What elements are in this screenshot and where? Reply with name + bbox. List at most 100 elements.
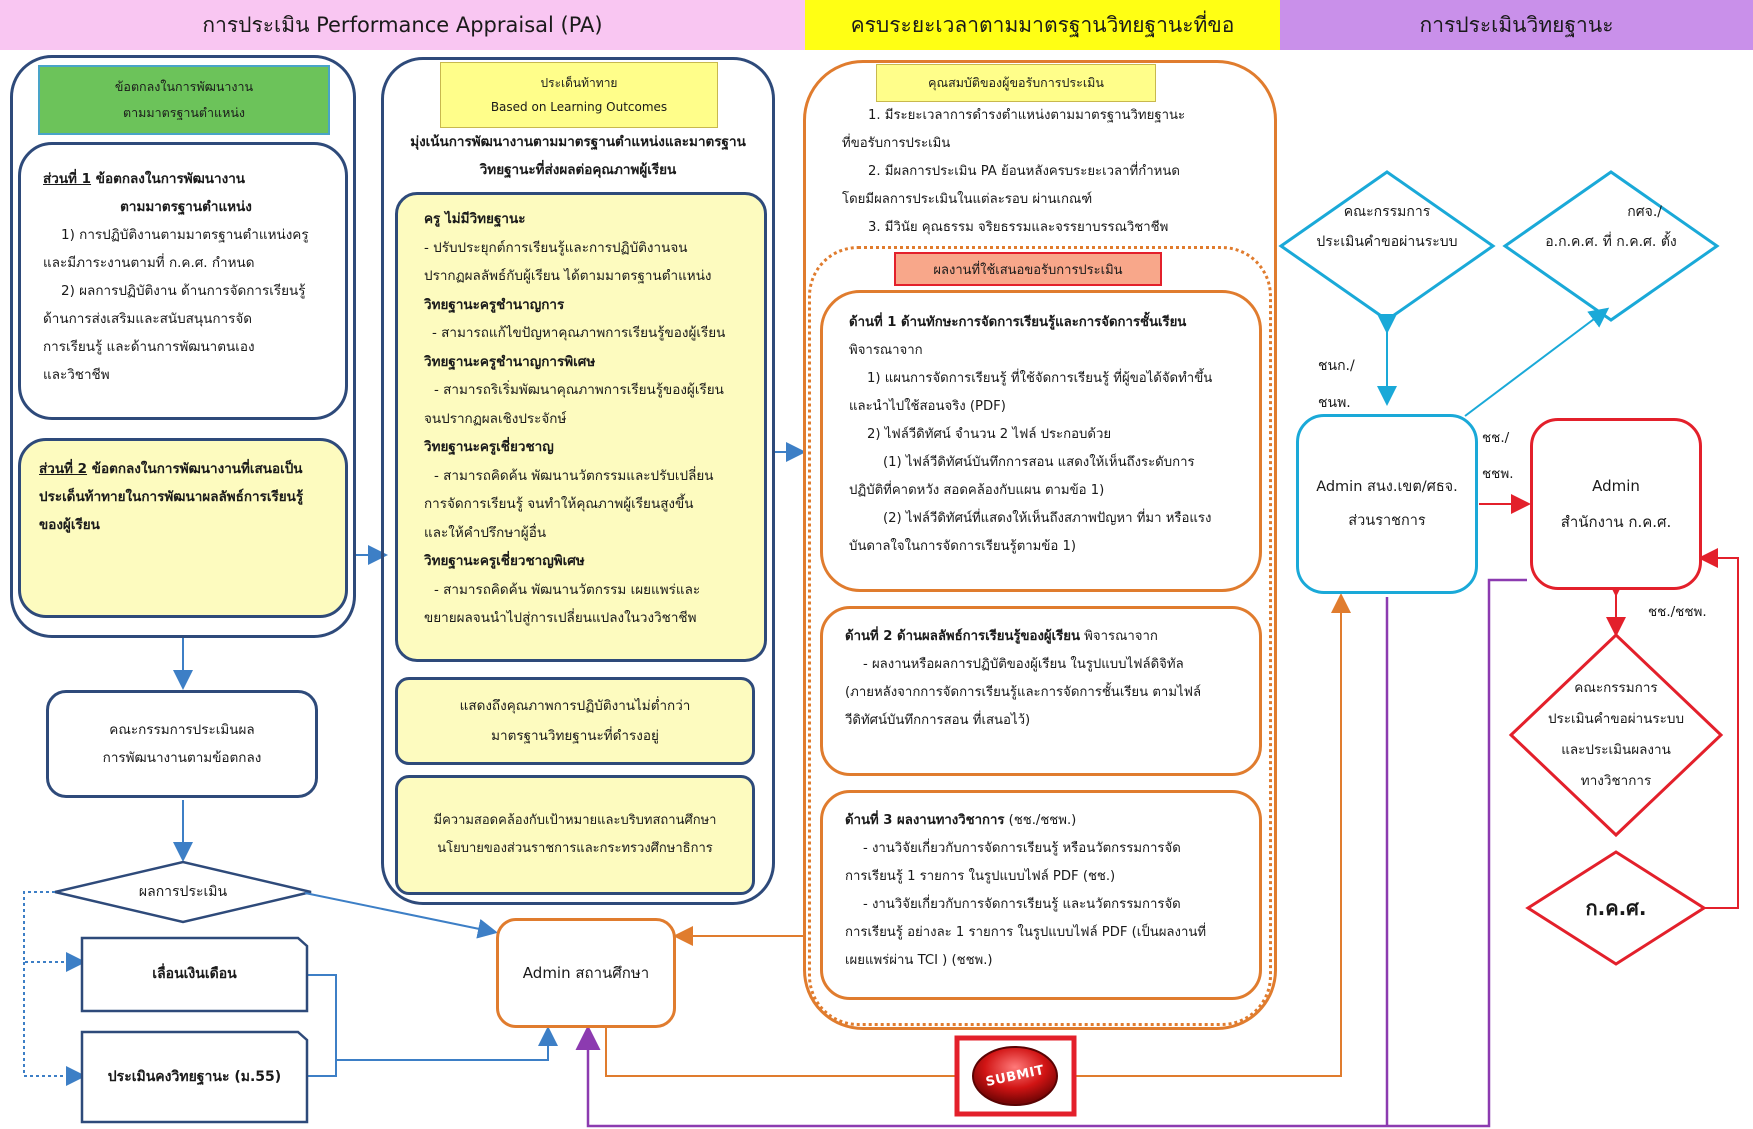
committee-red-line: ประเมินคำขอผ่านระบบ	[1547, 711, 1685, 727]
col2-title-line2: Based on Learning Outcomes	[490, 100, 668, 114]
area1-line: พิจารณาจาก	[849, 343, 923, 358]
area1-line: (2) ไฟล์วีดิทัศน์ที่แสดงให้เห็นถึงสภาพปั…	[883, 511, 1212, 526]
level-line: จนปรากฏผลเชิงประจักษ์	[424, 410, 567, 427]
area2-line: วีดิทัศน์บันทึกการสอน ที่เสนอไว้)	[845, 713, 1031, 728]
area3-line: เผยแพร่ผ่าน TCI ) (ชชพ.)	[845, 953, 993, 968]
committee-online-line1: คณะกรรมการ	[1343, 204, 1431, 220]
area3-suffix: (ชช./ชชพ.)	[1004, 813, 1077, 828]
committee-red-line: คณะกรรมการ	[1574, 680, 1658, 696]
result-diamond	[54, 860, 312, 924]
salary-label: เลื่อนเงินเดือน	[152, 966, 237, 982]
bracket-outputs	[305, 974, 337, 1077]
committee-online-diamond	[1278, 170, 1496, 322]
admin-area-line2: ส่วนราชการ	[1348, 513, 1426, 529]
col2-subtitle-line2: วิทยฐานะที่ส่งผลต่อคุณภาพผู้เรียน	[479, 162, 677, 178]
area1-line: ปฏิบัติที่คาดหวัง สอดคล้องกับแผน ตามข้อ …	[849, 483, 1105, 498]
okks-label: ก.ค.ศ.	[1585, 895, 1647, 920]
alignment-line1: มีความสอดคล้องกับเป้าหมายและบริบทสถานศึก…	[433, 813, 717, 828]
arrow-admin-area-kspk	[1464, 307, 1610, 417]
level-name: วิทยฐานะครูเชี่ยวชาญพิเศษ	[424, 553, 585, 569]
maintain-label: ประเมินคงวิทยฐานะ (ม.55)	[107, 1068, 282, 1085]
area3-title: ด้านที่ 3 ผลงานทางวิชาการ	[845, 813, 1005, 828]
header-period: ครบระยะเวลาตามมาตรฐานวิทยฐานะที่ขอ	[805, 0, 1280, 50]
levels-box: ครู ไม่มีวิทยฐานะ - ปรับประยุกต์การเรียน…	[395, 192, 767, 662]
level-name: ครู ไม่มีวิทยฐานะ	[424, 211, 526, 227]
qualification-line: โดยมีผลการประเมินในแต่ละรอบ ผ่านเกณฑ์	[842, 192, 1093, 207]
part2-line: ประเด็นท้าทายในการพัฒนาผลลัพธ์การเรียนรู…	[39, 489, 304, 505]
part1-line: 2) ผลการปฏิบัติงาน ด้านการจัดการเรียนรู้	[61, 283, 306, 299]
col2-subtitle-line1: มุ่งเน้นการพัฒนางานตามมาตรฐานตำแหน่งและม…	[410, 134, 746, 150]
level-line: - สามารถคิดค้น พัฒนานวัตกรรม เผยแพร่และ	[434, 581, 701, 598]
col1-title-line1: ข้อตกลงในการพัฒนางาน	[114, 79, 254, 94]
level-line: ปรากฏผลลัพธ์กับผู้เรียน ได้ตามมาตรฐานตำแ…	[424, 268, 712, 284]
admin-okks-box: Admin สำนักงาน ก.ค.ศ.	[1530, 418, 1702, 590]
col1-container	[10, 55, 356, 638]
dotted-branch-salary	[23, 891, 86, 972]
level-name: วิทยฐานะครูชำนาญการ	[424, 296, 565, 313]
level-line: - สามารถคิดค้น พัฒนานวัตกรรมและปรับเปลี่…	[434, 467, 714, 484]
area1-line: (1) ไฟล์วีดิทัศน์บันทึกการสอน แสดงให้เห็…	[883, 455, 1195, 470]
area1-title: ด้านที่ 1 ด้านทักษะการจัดการเรียนรู้และก…	[849, 315, 1187, 330]
area3-box: ด้านที่ 3 ผลงานทางวิชาการ (ชช./ชชพ.) - ง…	[820, 790, 1262, 1000]
kspk-label: กศจ./ อ.ก.ค.ศ. ที่ ก.ค.ศ. ตั้ง	[1524, 196, 1698, 258]
header-academic: การประเมินวิทยฐานะ	[1280, 0, 1753, 50]
level-line: การจัดการเรียนรู้ จนทำให้คุณภาพผู้เรียนส…	[424, 496, 694, 512]
committee-online-line2: ประเมินคำขอผ่านระบบ	[1316, 234, 1458, 250]
admin-okks-line2: สำนักงาน ก.ค.ศ.	[1560, 513, 1672, 531]
quality-box: แสดงถึงคุณภาพการปฏิบัติงานไม่ต่ำกว่า มาต…	[395, 677, 755, 765]
part2-box: ส่วนที่ 2 ข้อตกลงในการพัฒนางานที่เสนอเป็…	[18, 438, 348, 618]
part1-line: ด้านการส่งเสริมและสนับสนุนการจัด	[43, 311, 253, 327]
chch-label: ชช./ ชชพ.	[1482, 420, 1532, 492]
committee-online-label: คณะกรรมการ ประเมินคำขอผ่านระบบ	[1300, 196, 1474, 258]
quality-line2: มาตรฐานวิทยฐานะที่ดำรงอยู่	[491, 728, 659, 744]
part2-label: ส่วนที่ 2	[39, 461, 88, 477]
chch-line1: ชช./	[1482, 430, 1510, 446]
area2-line: - ผลงานหรือผลการปฏิบัติของผู้เรียน ในรูป…	[863, 657, 1184, 672]
kspk-diamond	[1502, 170, 1720, 322]
committee-red-line: ทางวิชาการ	[1580, 773, 1652, 789]
admin-area-line1: Admin สนง.เขต/ศธจ.	[1316, 479, 1458, 495]
level-name: วิทยฐานะครูเชี่ยวชาญ	[424, 439, 554, 455]
maintain-box	[80, 1030, 309, 1124]
col2-subtitle: มุ่งเน้นการพัฒนางานตามมาตรฐานตำแหน่งและม…	[390, 128, 766, 184]
qualification-line: ที่ขอรับการประเมิน	[842, 136, 951, 151]
qualification-list: 1. มีระยะเวลาการดำรงตำแหน่งตามมาตรฐานวิท…	[842, 102, 1272, 242]
works-title: ผลงานที่ใช้เสนอขอรับการประเมิน	[894, 252, 1162, 286]
kspk-line2: อ.ก.ค.ศ. ที่ ก.ค.ศ. ตั้ง	[1545, 234, 1677, 250]
admin-area-box: Admin สนง.เขต/ศธจ. ส่วนราชการ	[1296, 414, 1478, 594]
area1-line: 2) ไฟล์วีดิทัศน์ จำนวน 2 ไฟล์ ประกอบด้วย	[867, 427, 1112, 442]
dotted-branch-maintain	[23, 962, 86, 1086]
level-line: - ปรับประยุกต์การเรียนรู้และการปฏิบัติงา…	[424, 239, 688, 256]
level-name: วิทยฐานะครูชำนาญการพิเศษ	[424, 353, 596, 370]
chnk-label: ชนก./ ชนพ.	[1318, 348, 1378, 422]
part1-line: 1) การปฏิบัติงานตามมาตรฐานตำแหน่งครู	[61, 227, 309, 243]
chnk-line2: ชนพ.	[1318, 395, 1351, 411]
area2-line: (ภายหลังจากการจัดการเรียนรู้และการจัดการ…	[845, 685, 1202, 700]
committee-red-line: และประเมินผลงาน	[1561, 742, 1671, 758]
area3-line: การเรียนรู้ 1 รายการ ในรูปแบบไฟล์ PDF (ช…	[845, 869, 1116, 884]
alignment-line2: นโยบายของส่วนราชการและกระทรวงศึกษาธิการ	[437, 841, 713, 856]
area3-line: การเรียนรู้ อย่างละ 1 รายการ ในรูปแบบไฟล…	[845, 925, 1207, 940]
works-dotted-frame	[808, 246, 1272, 1026]
submit-button-shape	[972, 1046, 1058, 1106]
area2-box: ด้านที่ 2 ด้านผลลัพธ์การเรียนรู้ของผู้เร…	[820, 606, 1262, 776]
qualification-title: คุณสมบัติของผู้ขอรับการประเมิน	[876, 64, 1156, 102]
part1-line: การเรียนรู้ และด้านการพัฒนาตนเอง	[43, 339, 255, 355]
committee-red-diamond	[1508, 632, 1724, 838]
col3-container	[803, 60, 1277, 1030]
area3-line: - งานวิจัยเกี่ยวกับการจัดการเรียนรู้ หรื…	[863, 841, 1181, 856]
level-line: ขยายผลจนนำไปสู่การเปลี่ยนแปลงในวงวิชาชีพ	[424, 610, 697, 626]
committee-line1: คณะกรรมการประเมินผล	[109, 722, 255, 738]
arrow-result-to-admin	[304, 892, 498, 939]
area2-title: ด้านที่ 2 ด้านผลลัพธ์การเรียนรู้ของผู้เร…	[845, 629, 1080, 644]
orange-to-submit	[605, 1028, 955, 1077]
admin-school-box: Admin สถานศึกษา	[496, 918, 676, 1028]
col2-title-line1: ประเด็นท้าทาย	[540, 76, 618, 90]
qualification-line: 3. มีวินัย คุณธรรม จริยธรรมและจรรยาบรรณว…	[868, 220, 1169, 235]
committee-red-label: คณะกรรมการ ประเมินคำขอผ่านระบบ และประเมิ…	[1536, 673, 1696, 797]
part1-title-b: ตามมาตรฐานตำแหน่ง	[120, 199, 252, 215]
violet-return-path	[575, 578, 1527, 1128]
salary-box	[80, 936, 309, 1013]
area3-line: - งานวิจัยเกี่ยวกับการจัดการเรียนรู้ และ…	[863, 897, 1181, 912]
quality-line1: แสดงถึงคุณภาพการปฏิบัติงานไม่ต่ำกว่า	[459, 698, 691, 714]
